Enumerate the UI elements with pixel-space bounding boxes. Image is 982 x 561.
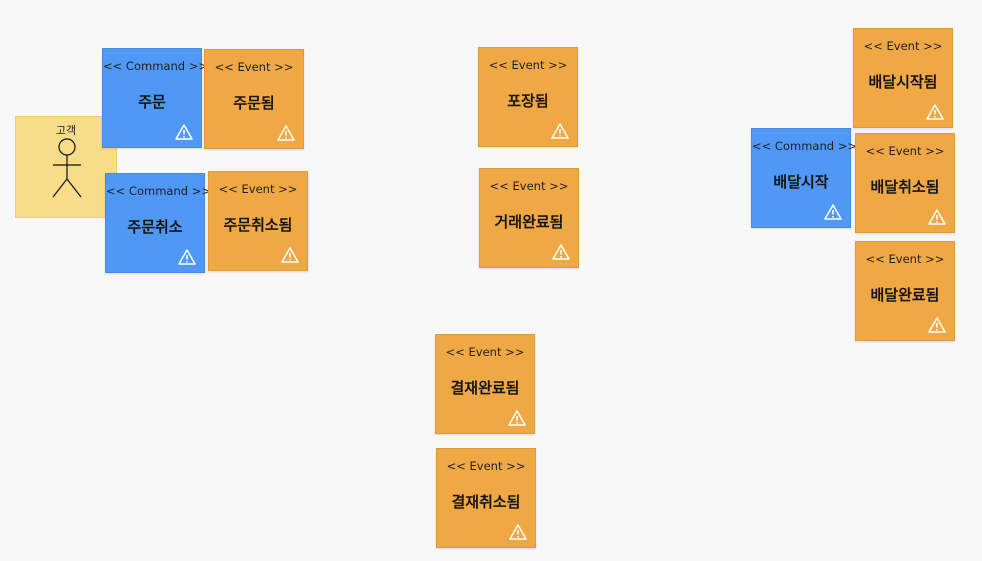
- sticky-name: 배달취소됨: [870, 178, 940, 196]
- sticky-name: 배달완료됨: [870, 286, 940, 304]
- command-sticky-order[interactable]: << Command >> 주문: [102, 48, 208, 148]
- warning-icon[interactable]: [175, 124, 193, 140]
- stereotype-label: << Event >>: [865, 144, 945, 158]
- stereotype-label: << Event >>: [865, 252, 945, 266]
- stereotype-label: << Event >>: [446, 459, 526, 473]
- actor-sticky-customer[interactable]: 고객: [15, 116, 117, 218]
- sticky-name: 주문취소됨: [223, 216, 293, 234]
- event-sticky-ordered[interactable]: << Event >> 주문됨: [204, 49, 304, 149]
- stereotype-label: << Command >>: [106, 184, 211, 198]
- event-sticky-payment-cancelled[interactable]: << Event >> 결재취소됨: [436, 448, 536, 548]
- event-sticky-delivery-cancelled[interactable]: << Event >> 배달취소됨: [855, 133, 955, 233]
- sticky-name: 주문: [138, 93, 166, 111]
- sticky-name: 결재취소됨: [451, 493, 521, 511]
- event-sticky-deal-completed[interactable]: << Event >> 거래완료됨: [479, 168, 579, 268]
- sticky-name: 결재완료됨: [450, 379, 520, 397]
- warning-icon[interactable]: [928, 317, 946, 333]
- event-sticky-payment-completed[interactable]: << Event >> 결재완료됨: [435, 334, 535, 434]
- warning-icon[interactable]: [178, 249, 196, 265]
- stereotype-label: << Event >>: [218, 182, 298, 196]
- event-sticky-order-cancelled[interactable]: << Event >> 주문취소됨: [208, 171, 308, 271]
- warning-icon[interactable]: [277, 125, 295, 141]
- sticky-name: 거래완료됨: [494, 213, 564, 231]
- sticky-name: 배달시작: [773, 173, 829, 191]
- stereotype-label: << Command >>: [752, 139, 857, 153]
- warning-icon[interactable]: [508, 410, 526, 426]
- sticky-name: 포장됨: [507, 92, 549, 110]
- warning-icon[interactable]: [926, 104, 944, 120]
- sticky-name: 배달시작됨: [868, 73, 938, 91]
- event-sticky-delivery-started[interactable]: << Event >> 배달시작됨: [853, 28, 953, 128]
- warning-icon[interactable]: [281, 247, 299, 263]
- stick-figure-icon: [52, 138, 82, 198]
- sticky-name: 주문취소: [127, 218, 183, 236]
- warning-icon[interactable]: [509, 524, 527, 540]
- stereotype-label: << Event >>: [445, 345, 525, 359]
- warning-icon[interactable]: [928, 209, 946, 225]
- event-sticky-delivery-completed[interactable]: << Event >> 배달완료됨: [855, 241, 955, 341]
- command-sticky-order-cancel[interactable]: << Command >> 주문취소: [105, 173, 211, 273]
- warning-icon[interactable]: [551, 123, 569, 139]
- warning-icon[interactable]: [552, 244, 570, 260]
- stereotype-label: << Event >>: [488, 58, 568, 72]
- stereotype-label: << Event >>: [863, 39, 943, 53]
- warning-icon[interactable]: [824, 204, 842, 220]
- stereotype-label: << Command >>: [103, 59, 208, 73]
- event-sticky-packed[interactable]: << Event >> 포장됨: [478, 47, 578, 147]
- command-sticky-delivery-start[interactable]: << Command >> 배달시작: [751, 128, 857, 228]
- stereotype-label: << Event >>: [489, 179, 569, 193]
- actor-label: 고객: [55, 124, 77, 137]
- sticky-name: 주문됨: [233, 94, 275, 112]
- stereotype-label: << Event >>: [214, 60, 294, 74]
